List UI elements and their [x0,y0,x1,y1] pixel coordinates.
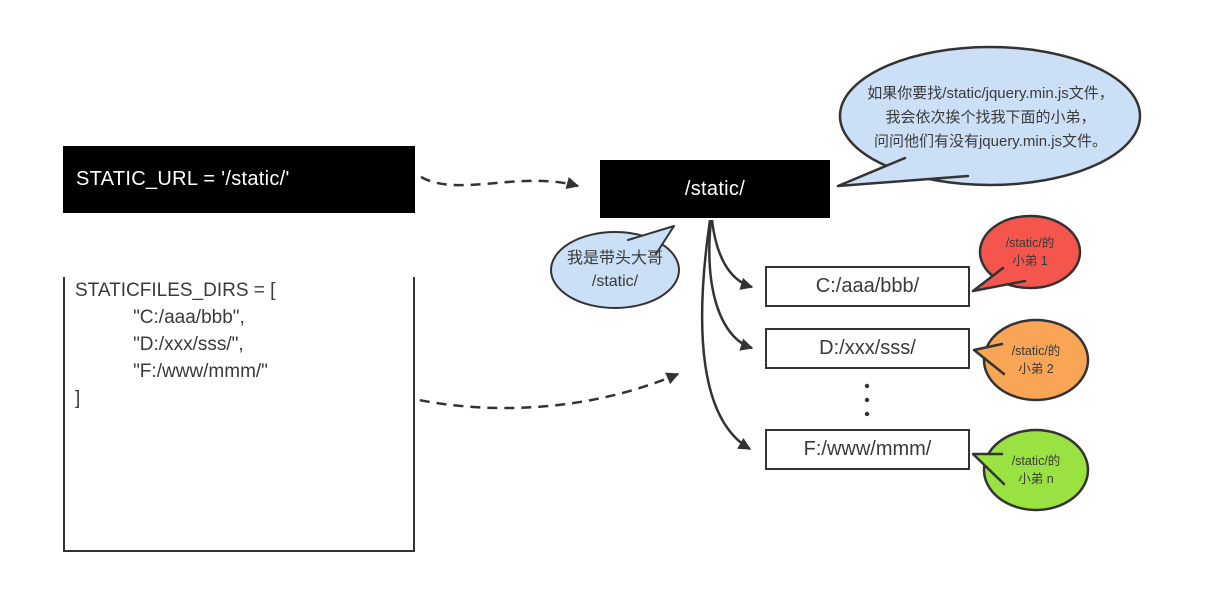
minion-bubble-2-tail-outline [972,342,1006,376]
minion-bubble-2-text: /static/的 小弟 2 [986,342,1086,378]
dir-box-2: D:/xxx/sss/ [765,328,970,369]
leader-bubble-text: 我是带头大哥 /static/ [551,247,679,293]
arrow-staticurl-to-static [420,175,580,190]
leader-bubble-tail-outline [627,225,675,255]
minion-2-line-1: /static/的 [1011,344,1061,358]
staticfiles-dirs-code: STATICFILES_DIRS = [ "C:/aaa/bbb", "D:/x… [75,280,276,409]
minion-2-line-2: 小弟 2 [1018,362,1054,376]
arrow-static-to-dir-1 [710,219,754,290]
arrow-dirs-to-tree [322,367,680,410]
minion-1-line-1: /static/的 [1005,236,1055,250]
minion-1-line-2: 小弟 1 [1012,254,1048,268]
minion-bubble-3-shape [971,428,1090,512]
minion-bubble-2-shape [972,318,1090,402]
big-bubble-text: 如果你要找/static/jquery.min.js文件， 我会依次挨个找我下面… [843,82,1138,154]
static-root-node: /static/ [600,160,830,218]
settings-panel: STATIC_URL = '/static/' STATICFILES_DIRS… [63,146,415,552]
big-bubble-ellipse [838,45,1142,187]
minion-bubble-1-tail-outline [971,266,1027,293]
minion-bubble-3-tail-outline [971,452,1006,486]
staticfiles-dirs-panel: STATICFILES_DIRS = [ "C:/aaa/bbb", "D:/x… [63,277,415,552]
arrow-static-to-dir-3 [700,219,752,451]
minion-3-line-1: /static/的 [1011,454,1061,468]
big-bubble-tail-fill [838,158,968,186]
big-bubble-tail-outline [836,156,970,188]
leader-bubble-ellipse [550,231,680,309]
minion-bubble-2-ellipse [982,318,1090,402]
minion-bubble-1-tail-fill [973,268,1025,291]
minion-bubble-1-text: /static/的 小弟 1 [980,234,1080,270]
minion-bubble-3-text: /static/的 小弟 n [986,452,1086,488]
dir-box-1: C:/aaa/bbb/ [765,266,970,307]
big-bubble-line-3: 问问他们有没有jquery.min.js文件。 [873,133,1108,150]
minion-bubble-3-ellipse [982,428,1090,512]
arrow-static-to-dir-2 [708,219,754,351]
ellipsis-dots [864,383,870,417]
leader-bubble-line-1: 我是带头大哥 [566,250,663,267]
leader-speech-bubble-shape [550,225,680,309]
dir-box-3: F:/www/mmm/ [765,429,970,470]
static-url-setting: STATIC_URL = '/static/' [63,146,415,213]
leader-bubble-line-2: /static/ [591,273,639,290]
minion-3-line-2: 小弟 n [1018,472,1054,486]
big-bubble-line-2: 我会依次挨个找我下面的小弟， [885,109,1096,126]
big-bubble-line-1: 如果你要找/static/jquery.min.js文件， [867,85,1114,102]
leader-bubble-tail-fill [628,226,674,254]
big-speech-bubble-shape [836,45,1142,188]
minion-bubble-1-shape [971,214,1082,293]
